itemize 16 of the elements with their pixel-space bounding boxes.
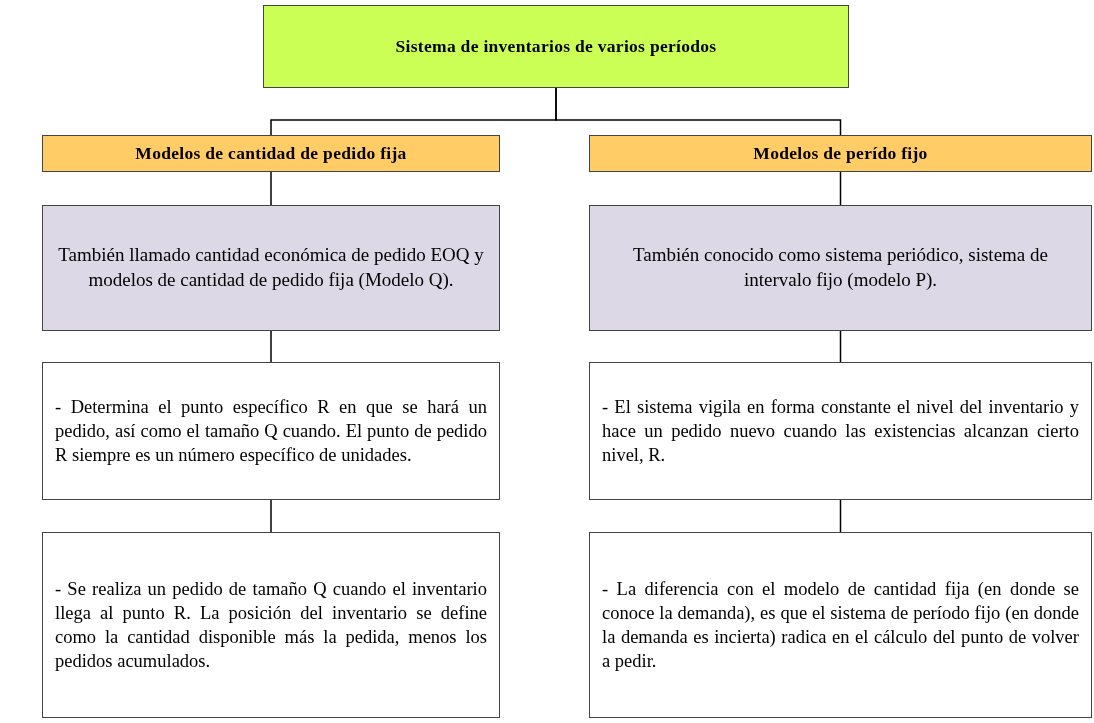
- connector-line: [270, 171, 272, 206]
- text-box: - Se realiza un pedido de tamaño Q cuando el inventario llega al punto R. La posición del inventario se define como la cantidad disponible más la pedida, menos los pedidos acumulados.: [42, 532, 500, 718]
- text-box: - La diferencia con el modelo de cantidad fija (en donde se conoce la demanda), es que el sistema de período fijo (en donde la demanda es incierta) radica en el cálculo del punto de volver a pedir.: [589, 532, 1092, 718]
- connector-line: [839, 171, 842, 206]
- connector-line: [839, 499, 842, 533]
- connector-line: [839, 330, 842, 363]
- category-header: Modelos de cantidad de pedido fija: [42, 135, 500, 172]
- connector-line: [270, 499, 272, 533]
- text-box: - El sistema vigila en forma constante el nivel del inventario y hace un pedido nuevo cuando las existencias alcanzan cierto nivel, R.: [589, 362, 1092, 500]
- text-box: - Determina el punto específico R en que se hará un pedido, así como el tamaño Q cuando. El punto de pedido R siempre es un número específico de unidades.: [42, 362, 500, 500]
- category-header: Modelos de perído fijo: [589, 135, 1092, 172]
- description-box: También conocido como sistema periódico, sistema de intervalo fijo (modelo P).: [589, 205, 1092, 331]
- description-box: También llamado cantidad económica de pedido EOQ y modelos de cantidad de pedido fija (Modelo Q).: [42, 205, 500, 331]
- title-box: Sistema de inventarios de varios períodos: [263, 5, 849, 88]
- connector-line: [555, 87, 842, 136]
- connector-line: [270, 330, 272, 363]
